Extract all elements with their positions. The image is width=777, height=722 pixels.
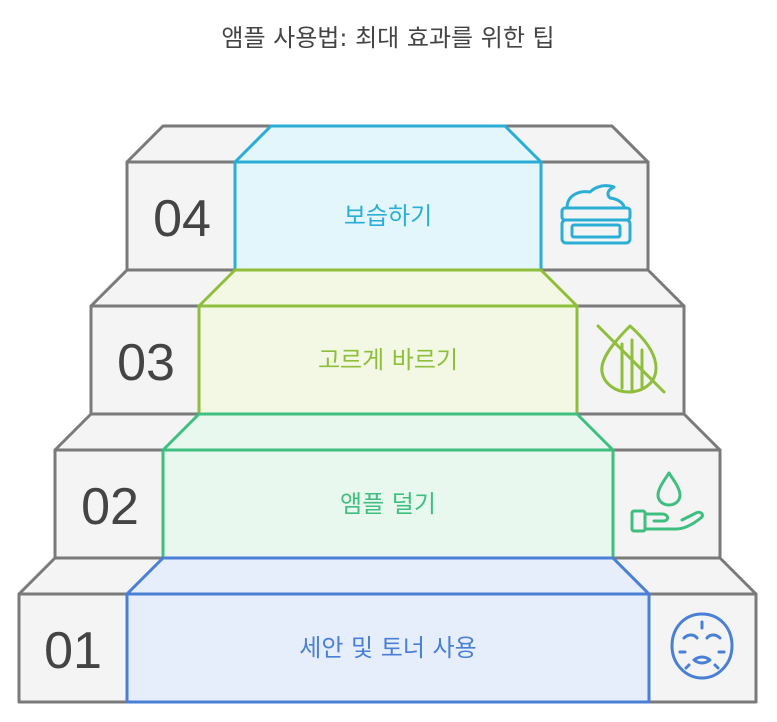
step-03-band-top [197, 268, 579, 308]
step-01-band [125, 592, 651, 704]
step-02: 02 앰플 덜기 [53, 412, 722, 560]
step-01-number: 01 [44, 622, 102, 680]
step-03-band [197, 304, 579, 416]
hand-drop-icon [630, 471, 704, 533]
step-03-number: 03 [117, 334, 175, 392]
step-01: 01 세안 및 토너 사용 [17, 556, 758, 704]
step-04: 04 보습하기 [125, 124, 650, 272]
step-03: 03 고르게 바르기 [89, 268, 686, 416]
cream-jar-icon [560, 184, 632, 245]
step-02-label: 앰플 덜기 [340, 490, 436, 518]
step-02-band [161, 448, 615, 560]
step-01-band-top [125, 556, 651, 596]
step-04-number: 04 [153, 190, 211, 248]
step-01-label: 세안 및 토너 사용 [299, 634, 476, 662]
step-02-number: 02 [81, 478, 139, 536]
step-04-label: 보습하기 [344, 202, 432, 230]
diagram-title: 앰플 사용법: 최대 효과를 위한 팁 [221, 24, 554, 52]
step-04-band-top [233, 124, 543, 164]
step-02-band-top [161, 412, 615, 452]
step-03-label: 고르게 바르기 [318, 346, 458, 374]
no-leaf-icon [596, 324, 666, 394]
face-mask-icon [670, 612, 734, 680]
